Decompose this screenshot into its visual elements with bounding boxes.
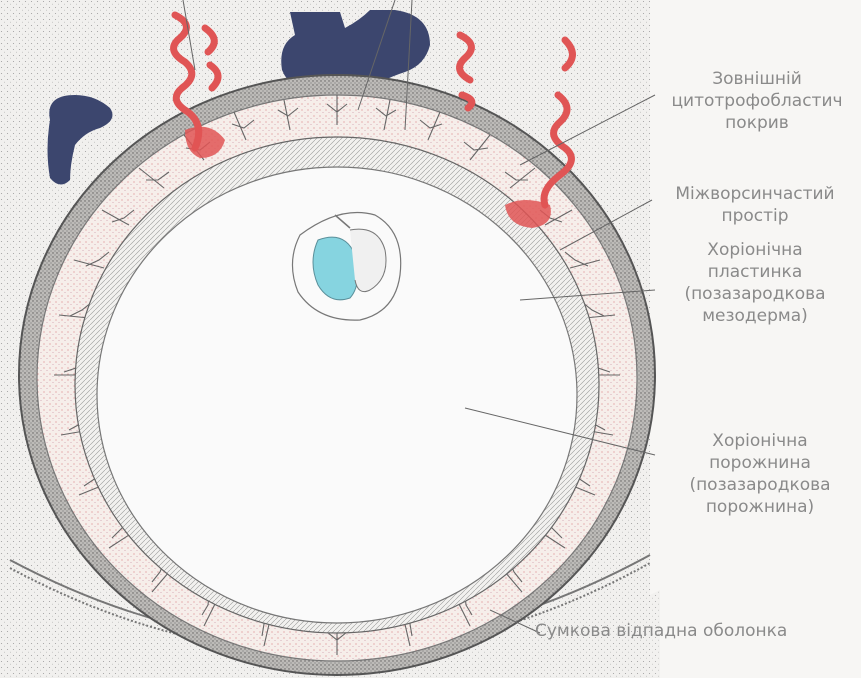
embryonic-disc xyxy=(292,213,400,321)
label-cytotrophoblast-shell: Зовнішній цитотрофобластич покрив xyxy=(652,68,861,134)
label-chorionic-cavity: Хоріонічна порожнина (позазародкова поро… xyxy=(670,430,850,518)
label-chorionic-plate: Хоріонічна пластинка (позазародкова мезо… xyxy=(660,239,850,327)
label-decidua-capsularis: Сумкова відпадна оболонка xyxy=(535,620,845,642)
label-intervillous-space: Міжворсинчастий простір xyxy=(650,183,860,227)
